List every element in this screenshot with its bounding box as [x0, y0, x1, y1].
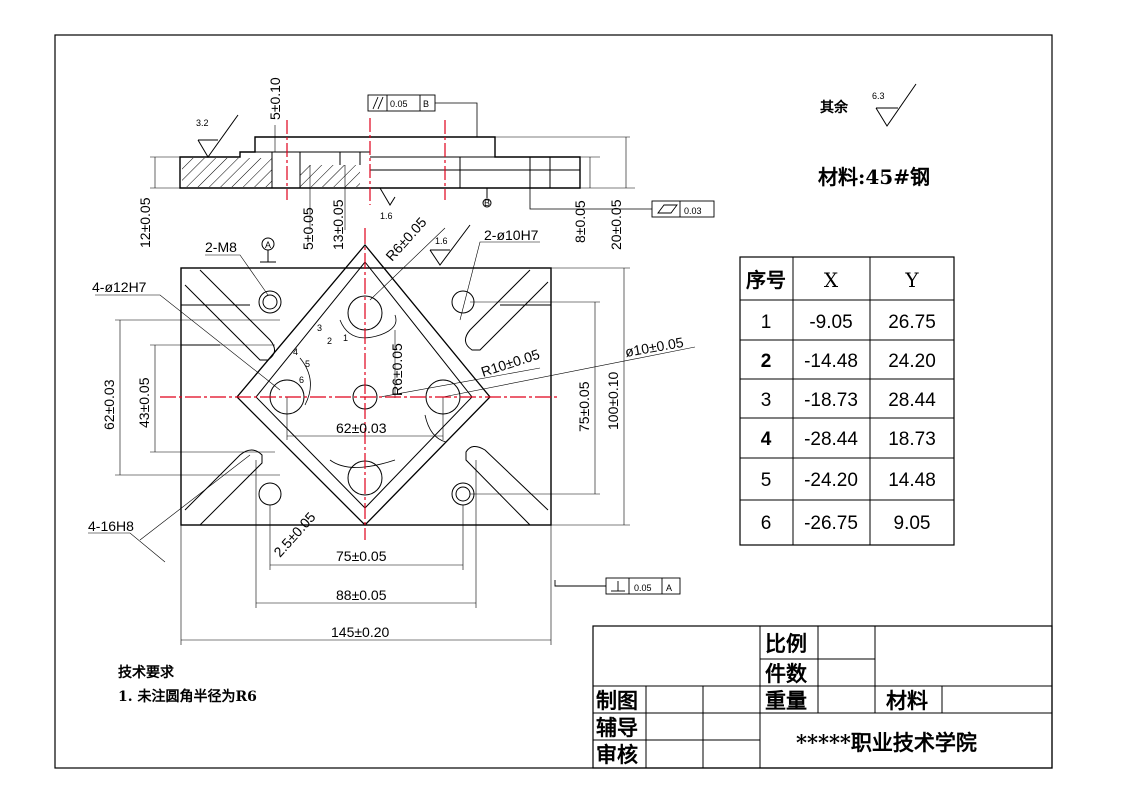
section-hatch-mid: [300, 165, 360, 187]
dim-r6-top: R6±0.05: [382, 214, 429, 264]
point-3: 3: [317, 323, 322, 333]
dim-100: 100±0.10: [605, 371, 621, 430]
dim-12: 12±0.05: [137, 197, 153, 248]
m8-hole: [258, 290, 282, 314]
col-header-no: 序号: [746, 268, 786, 292]
datum-b: B: [484, 198, 490, 208]
dim-5: 5±0.05: [300, 207, 316, 250]
h7-hole-bl: [258, 482, 282, 506]
cell-x: -9.05: [809, 312, 852, 333]
point-6: 6: [299, 375, 304, 385]
dim-145: 145±0.20: [331, 624, 390, 640]
perp-tol: 0.05: [634, 583, 652, 593]
flatness-frame: [651, 200, 715, 218]
point-2: 2: [327, 336, 332, 346]
tb-quantity: 件数: [765, 661, 808, 686]
roughness-16b: 1.6: [435, 236, 448, 246]
tb-scale: 比例: [765, 631, 807, 656]
col-header-y: Y: [904, 268, 919, 292]
table-row: 3: [761, 390, 772, 411]
surface-rest-label: 其余: [820, 99, 849, 116]
label-12h7: 4-ø12H7: [92, 279, 147, 295]
dim-62-h: 62±0.03: [336, 420, 387, 436]
tb-material: 材料: [886, 688, 928, 713]
cell-y: 26.75: [888, 312, 936, 333]
drawing-frame: [54, 34, 1053, 769]
table-row: 1: [761, 312, 772, 333]
label-m8: 2-M8: [205, 239, 237, 255]
dim-88: 88±0.05: [336, 587, 387, 603]
cell-y: 24.20: [888, 351, 936, 372]
cell-x: -24.20: [804, 470, 858, 491]
slot-bottom-left: [184, 449, 263, 526]
section-view: [150, 102, 652, 230]
table-row: 6: [761, 513, 772, 534]
cell-x: -18.73: [804, 390, 858, 411]
tech-req-item1: 1. 未注圆角半径为R6: [118, 688, 257, 705]
dim-75-h: 75±0.05: [336, 548, 387, 564]
col-header-x: X: [824, 268, 839, 292]
dim-62-v: 62±0.03: [101, 379, 117, 430]
dim-20: 20±0.05: [608, 199, 624, 250]
cell-y: 28.44: [888, 390, 936, 411]
tb-guide: 辅导: [596, 715, 638, 740]
plan-view: [88, 224, 696, 645]
roughness-symbol-icon: [875, 83, 917, 127]
tb-school: *****职业技术学院: [796, 730, 977, 755]
tech-req-title: 技术要求: [118, 664, 175, 681]
tb-weight: 重量: [765, 688, 807, 713]
coord-table-text: 序号 X Y 1 -9.05 26.75 2 -14.48 24.20 3 -1…: [746, 268, 936, 534]
dim-5-010: 5±0.10: [267, 77, 283, 120]
dim-43: 43±0.05: [136, 377, 152, 428]
cell-y: 18.73: [888, 429, 936, 450]
point-4: 4: [293, 347, 298, 357]
cell-x: -26.75: [804, 513, 858, 534]
roughness-32: 3.2: [196, 118, 209, 128]
cell-y: 14.48: [888, 470, 936, 491]
tb-drawn: 制图: [596, 688, 638, 713]
dim-8: 8±0.05: [572, 200, 588, 243]
roughness-16a: 1.6: [380, 211, 393, 221]
parallel-tol: 0.05: [390, 99, 408, 109]
surface-rest-roughness: 6.3: [872, 91, 885, 101]
slot-top-left: [184, 269, 275, 361]
dim-13: 13±0.05: [330, 199, 346, 250]
label-10h7: 2-ø10H7: [484, 227, 539, 243]
material-note: 材料:45#钢: [818, 165, 930, 189]
label-16h8: 4-16H8: [88, 518, 134, 534]
dim-phi10: ø10±0.05: [624, 334, 685, 360]
point-1: 1: [343, 333, 348, 343]
section-hatch-left: [182, 158, 272, 187]
cell-y: 9.05: [894, 513, 931, 534]
tb-review: 审核: [596, 742, 638, 767]
dim-r10: R10±0.05: [479, 346, 542, 380]
point-5: 5: [305, 359, 310, 369]
table-row: 2: [761, 351, 772, 372]
cell-x: -28.44: [804, 429, 858, 450]
title-block: [592, 625, 1053, 769]
dim-r6-center: R6±0.05: [389, 343, 405, 396]
datum-a: A: [265, 240, 271, 250]
perp-datum: A: [666, 583, 672, 593]
dim-75-v: 75±0.05: [576, 381, 592, 432]
dim-25: 2.5±0.05: [270, 509, 318, 560]
parallel-frame: [367, 94, 436, 112]
table-row: 5: [761, 470, 772, 491]
slot-bottom-right: [465, 446, 549, 526]
slot-top-right: [465, 269, 549, 351]
cell-x: -14.48: [804, 351, 858, 372]
flatness-tol: 0.03: [684, 206, 702, 216]
coord-table: [739, 256, 955, 546]
table-row: 4: [761, 429, 772, 450]
parallel-datum: B: [423, 99, 429, 109]
